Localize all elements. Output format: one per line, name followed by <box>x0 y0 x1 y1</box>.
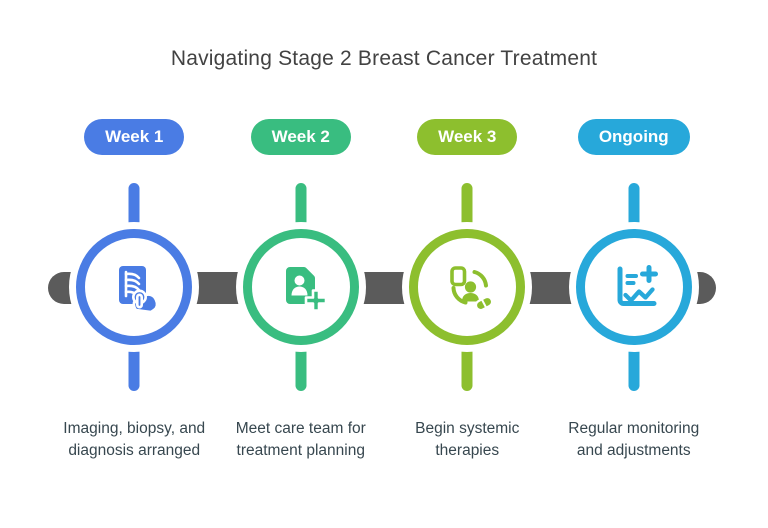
step-circle <box>575 229 692 345</box>
step-description: Imaging, biopsy, and diagnosis arranged <box>63 418 205 462</box>
systemic-therapy-icon <box>450 266 494 312</box>
step-description-line: and adjustments <box>576 442 691 459</box>
timeline: Week 1 <box>51 119 717 462</box>
timeline-step-week-1: Week 1 <box>51 119 218 462</box>
step-node <box>68 183 200 391</box>
step-description-line: Imaging, biopsy, and <box>63 420 206 437</box>
step-description: Regular monitoring and adjustments <box>568 418 699 462</box>
step-node <box>401 183 533 391</box>
step-badge: Week 3 <box>417 119 518 155</box>
step-circle <box>409 229 526 345</box>
timeline-step-ongoing: Ongoing <box>551 119 718 462</box>
xray-report-icon <box>119 266 159 314</box>
step-circle <box>242 229 359 345</box>
step-badge: Week 1 <box>84 119 185 155</box>
step-node <box>568 183 700 391</box>
step-description-line: diagnosis arranged <box>68 442 201 459</box>
care-team-file-icon <box>285 267 328 312</box>
step-description-line: Regular monitoring <box>568 420 700 437</box>
step-description: Meet care team for treatment planning <box>236 418 366 462</box>
step-description-line: Meet care team for <box>235 420 366 437</box>
step-description-line: therapies <box>435 442 500 459</box>
step-description-line: Begin systemic <box>415 420 520 437</box>
step-badge: Ongoing <box>577 119 690 155</box>
timeline-step-week-3: Week 3 <box>384 119 551 462</box>
page-title: Navigating Stage 2 Breast Cancer Treatme… <box>170 47 598 70</box>
step-circle <box>76 229 193 345</box>
step-description: Begin systemic therapies <box>415 418 519 462</box>
monitoring-chart-icon <box>617 265 658 306</box>
step-badge: Week 2 <box>250 119 351 155</box>
timeline-step-week-2: Week 2 Meet care team for treatment plan… <box>218 119 385 462</box>
step-node <box>235 183 367 391</box>
step-description-line: treatment planning <box>236 442 365 459</box>
